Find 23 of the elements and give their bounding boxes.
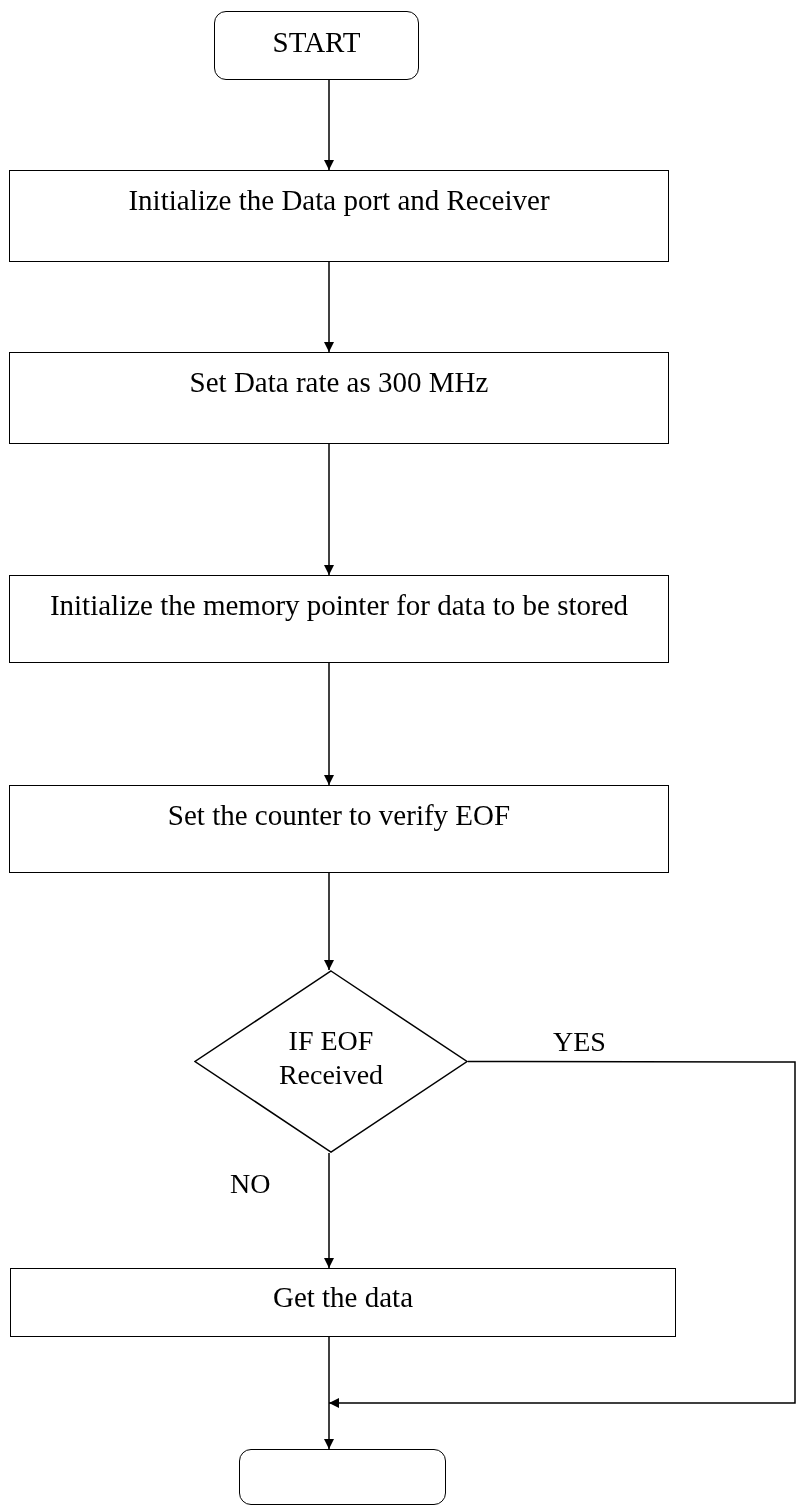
arrow: [324, 443, 334, 576]
arrow: [324, 261, 334, 353]
decision-diamond: [194, 970, 468, 1153]
process-box: [9, 785, 669, 873]
step-text: Set Data rate as 300 MHz: [189, 365, 489, 399]
step-text: IF EOF Received: [277, 1023, 385, 1092]
arrow: [324, 79, 334, 171]
terminal-box: [239, 1449, 446, 1505]
process-box: [9, 575, 669, 663]
arrow: [324, 1336, 334, 1450]
process-box: [9, 352, 669, 444]
step-text: START: [272, 26, 361, 59]
step-text: Initialize the Data port and Receiver: [128, 183, 550, 217]
process-box: [9, 170, 669, 262]
process-box: [10, 1268, 676, 1337]
step-text: Initialize the memory pointer for data to be stored: [49, 588, 629, 622]
arrow: [328, 1060, 796, 1408]
arrow: [324, 1152, 334, 1269]
arrow: [324, 872, 334, 971]
arrow: [324, 662, 334, 786]
step-text: Get the data: [272, 1281, 414, 1314]
step-text: Set the counter to verify EOF: [167, 798, 511, 832]
terminal-box: [214, 11, 419, 80]
